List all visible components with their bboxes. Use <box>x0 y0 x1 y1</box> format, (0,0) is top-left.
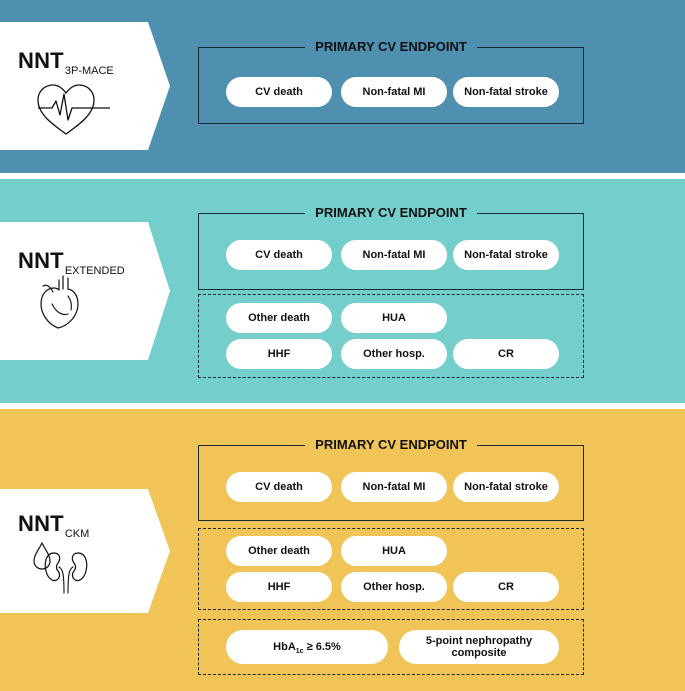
panel-extended: NNTEXTENDED PRIMARY CV ENDPOINT CV death… <box>0 179 685 403</box>
tag-arrow-shape <box>0 222 170 360</box>
kidneys-drop-icon <box>33 542 88 594</box>
extended-endpoint-frame: Other death HUA HHF Other hosp. CR <box>198 528 584 610</box>
nnt-title: NNTCKM <box>18 511 90 540</box>
anatomical-heart-icon <box>40 275 79 329</box>
pill-other-hosp: Other hosp. <box>341 339 447 369</box>
tag-arrow-shape <box>0 489 170 613</box>
nnt-tag-extended: NNTEXTENDED <box>0 222 170 360</box>
pill-hhf: HHF <box>226 339 332 369</box>
pill-cv-death: CV death <box>226 472 332 502</box>
pill-other-hosp: Other hosp. <box>341 572 447 602</box>
pill-non-fatal-mi: Non-fatal MI <box>341 77 447 107</box>
panel-ckm: NNTCKM PRIMARY CV ENDPOINT CV death Non-… <box>0 409 685 691</box>
pill-nephropathy-composite: 5-point nephropathy composite <box>399 630 559 664</box>
nnt-subscript: EXTENDED <box>64 265 125 277</box>
nnt-subscript: CKM <box>64 528 90 540</box>
nnt-tag-3p-mace: NNT3P-MACE <box>0 22 170 150</box>
pill-hba1c: HbA1c ≥ 6.5% <box>226 630 388 664</box>
pill-cv-death: CV death <box>226 240 332 270</box>
nnt-subscript: 3P-MACE <box>64 65 114 77</box>
nnt-title: NNT3P-MACE <box>18 48 114 77</box>
primary-endpoint-label: PRIMARY CV ENDPOINT <box>305 39 477 54</box>
heart-ecg-icon <box>37 84 110 135</box>
primary-endpoint-frame: PRIMARY CV ENDPOINT CV death Non-fatal M… <box>198 205 584 290</box>
pill-non-fatal-mi: Non-fatal MI <box>341 472 447 502</box>
pill-cv-death: CV death <box>226 77 332 107</box>
hba1c-subscript: 1c <box>295 648 304 655</box>
pill-hhf: HHF <box>226 572 332 602</box>
primary-endpoint-frame: PRIMARY CV ENDPOINT CV death Non-fatal M… <box>198 39 584 124</box>
pill-hua: HUA <box>341 303 447 333</box>
pill-cr: CR <box>453 339 559 369</box>
pill-other-death: Other death <box>226 303 332 333</box>
nnt-tag-ckm: NNTCKM <box>0 489 170 613</box>
nnt-title: NNTEXTENDED <box>18 248 125 277</box>
pill-non-fatal-stroke: Non-fatal stroke <box>453 77 559 107</box>
pill-non-fatal-stroke: Non-fatal stroke <box>453 240 559 270</box>
pill-non-fatal-stroke: Non-fatal stroke <box>453 472 559 502</box>
primary-endpoint-label: PRIMARY CV ENDPOINT <box>305 205 477 220</box>
ckm-endpoint-frame: HbA1c ≥ 6.5% 5-point nephropathy composi… <box>198 619 584 675</box>
pill-non-fatal-mi: Non-fatal MI <box>341 240 447 270</box>
pill-cr: CR <box>453 572 559 602</box>
primary-endpoint-frame: PRIMARY CV ENDPOINT CV death Non-fatal M… <box>198 437 584 521</box>
pill-other-death: Other death <box>226 536 332 566</box>
panel-3p-mace: NNT3P-MACE PRIMARY CV ENDPOINT CV death … <box>0 0 685 173</box>
primary-endpoint-label: PRIMARY CV ENDPOINT <box>305 437 477 452</box>
extended-endpoint-frame: Other death HUA HHF Other hosp. CR <box>198 294 584 378</box>
pill-hua: HUA <box>341 536 447 566</box>
